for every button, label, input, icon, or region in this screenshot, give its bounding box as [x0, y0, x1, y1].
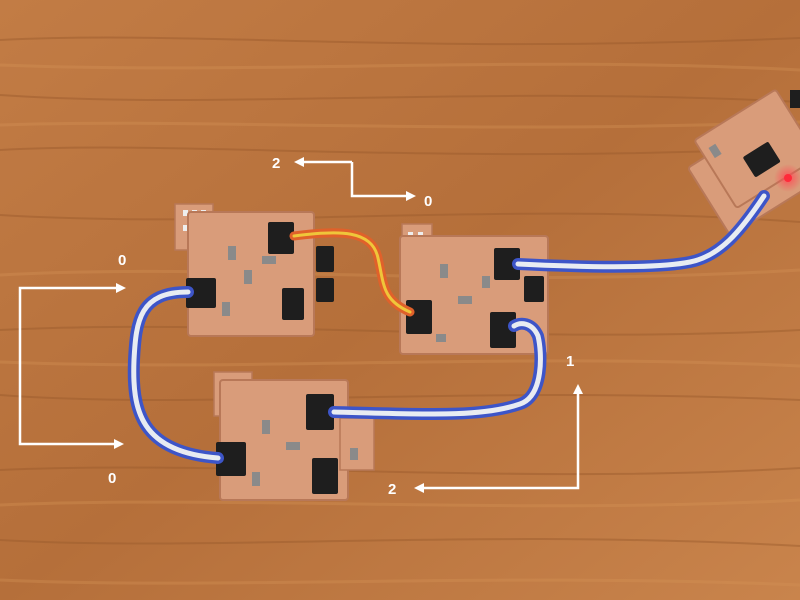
pcb-board-top-left: [174, 203, 334, 337]
pcb-board-corner-device: [688, 89, 800, 236]
label-left-0-lower: 0: [108, 470, 116, 487]
connector-header: [216, 394, 338, 494]
arrow-left: [18, 283, 126, 449]
arrow-top: [294, 157, 416, 201]
label-bottom-2: 2: [388, 481, 396, 498]
pcb-board-bottom: [213, 371, 375, 501]
label-top-0: 0: [424, 193, 432, 210]
ribbon-cable-left-loop: [127, 286, 224, 464]
ribbon-cable-to-device: [512, 190, 770, 273]
label-right-1: 1: [566, 353, 574, 370]
connector-header: [186, 222, 334, 320]
connector-header: [406, 248, 544, 348]
led-indicator: [784, 174, 792, 182]
label-top-2: 2: [272, 155, 280, 172]
ribbon-cable-orange: [289, 228, 415, 317]
label-left-0-upper: 0: [118, 252, 126, 269]
arrow-right: [414, 384, 583, 493]
ribbon-cable-right-loop: [328, 317, 547, 421]
pcb-board-top-right: [399, 223, 549, 355]
